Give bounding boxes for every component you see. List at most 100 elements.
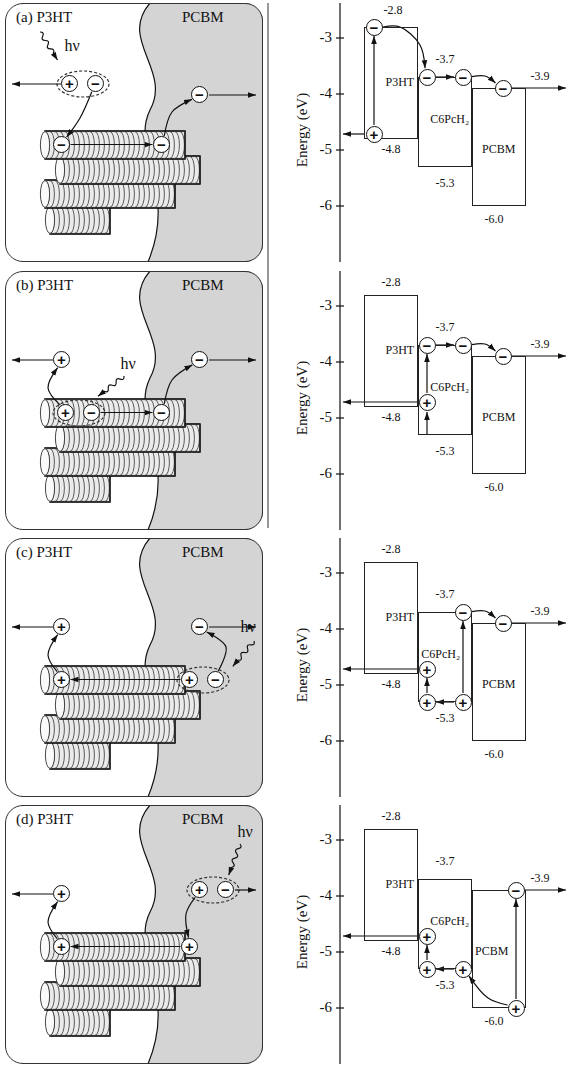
charge-circle: − [419, 337, 436, 354]
energy-value: -6.0 [485, 481, 504, 495]
charge-transfer-arrow [164, 365, 192, 404]
charge-arrow [343, 133, 365, 134]
charge-arrow [235, 889, 256, 890]
material-label: P3HT [384, 878, 415, 892]
charge-transfer-arrow [48, 635, 58, 672]
charge-arrow [12, 626, 53, 627]
material-label: PCBM [481, 143, 516, 157]
energy-value: -5.3 [436, 445, 455, 459]
tick-label: -6 [320, 465, 333, 482]
charge-circle: + [191, 881, 208, 898]
charge-transfer-arrow [207, 632, 227, 671]
charge-transfer-arrow [164, 99, 192, 136]
energy-value: -3.9 [531, 605, 550, 619]
tick-label: -5 [320, 676, 333, 693]
charge-sign: + [57, 886, 66, 901]
charge-transfer-arrow [515, 899, 516, 999]
charge-sign: + [195, 882, 204, 897]
charge-sign: − [459, 70, 468, 85]
charge-transfer-arrow [186, 897, 195, 937]
charge-transfer-arrow [472, 611, 496, 618]
charge-circle: + [455, 961, 472, 978]
charge-circle: − [191, 618, 208, 635]
device-panel: (b) P3HTPCBM++−−− [5, 271, 263, 530]
charge-sign: − [87, 405, 96, 420]
charge-transfer-arrow [373, 36, 374, 125]
photon-wave [231, 640, 255, 668]
energy-value: -5.3 [436, 712, 455, 726]
energy-value: -3.7 [436, 321, 455, 335]
charge-sign: + [185, 939, 194, 954]
charge-transfer-arrow [472, 76, 496, 83]
charge-circle: − [455, 69, 472, 86]
charge-sign: − [91, 76, 100, 91]
charge-circle: − [495, 80, 512, 97]
charge-sign: − [499, 81, 508, 96]
material-label: P3HT [384, 344, 415, 358]
charge-sign: − [499, 616, 508, 631]
charge-sign: + [512, 1001, 521, 1016]
energy-level-box: PCBM [472, 623, 526, 741]
charge-circle: − [153, 136, 170, 153]
charge-sign: − [157, 405, 166, 420]
charge-circle: − [191, 351, 208, 368]
exciton-outline [53, 400, 105, 426]
panel-b-drawing [12, 271, 566, 530]
charge-transfer-arrow [101, 412, 153, 413]
charge-sign: + [370, 127, 379, 142]
material-label: P3HT [384, 76, 415, 90]
device-panel: (d) P3HTPCBM++++− [5, 805, 263, 1064]
charge-circle: + [181, 671, 198, 688]
tick-label: -5 [320, 943, 333, 960]
energy-value: -3.9 [531, 70, 550, 84]
panel-label: (b) P3HT [16, 277, 73, 294]
energy-value: -3.7 [436, 855, 455, 869]
charge-circle: − [217, 881, 234, 898]
charge-sign: + [65, 76, 74, 91]
charge-sign: − [512, 883, 521, 898]
charge-transfer-arrow [383, 26, 425, 68]
charge-sign: − [459, 605, 468, 620]
energy-level-box: PCBM [472, 88, 526, 206]
charge-circle: + [419, 394, 436, 411]
charge-circle: − [87, 75, 104, 92]
energy-value: -4.8 [382, 945, 401, 959]
panel-label: PCBM [182, 9, 224, 26]
charge-circle: − [366, 19, 383, 36]
panel-a-drawing [12, 3, 566, 262]
charge-circle: + [508, 1000, 525, 1017]
charge-circle: + [419, 928, 436, 945]
charge-sign: − [221, 882, 230, 897]
tick-label: -3 [320, 831, 333, 848]
energy-value: -3.7 [436, 588, 455, 602]
photon-label: hν [64, 37, 79, 55]
tick-label: -3 [320, 564, 333, 581]
energy-level-box: P3HT [364, 27, 418, 139]
charge-arrow [209, 94, 256, 95]
charge-sign: + [185, 672, 194, 687]
panel-label: (a) P3HT [16, 9, 72, 26]
energy-value: -2.8 [382, 543, 401, 557]
charge-sign: + [459, 695, 468, 710]
charge-sign: − [423, 338, 432, 353]
charge-sign: + [57, 352, 66, 367]
charge-circle: − [495, 348, 512, 365]
energy-value: -6.0 [485, 1015, 504, 1029]
energy-value: -4.8 [382, 678, 401, 692]
charge-circle: − [207, 671, 224, 688]
charge-arrow [12, 359, 53, 360]
tick-label: -5 [320, 141, 333, 158]
charge-transfer-arrow [71, 946, 181, 947]
axis-title: Energy (eV) [294, 628, 311, 702]
energy-value: -3.9 [531, 338, 550, 352]
separator-line [268, 3, 269, 528]
charge-sign: + [61, 405, 70, 420]
energy-value: -4.8 [382, 143, 401, 157]
charge-transfer-arrow [426, 678, 427, 693]
charge-sign: + [423, 695, 432, 710]
charge-circle: − [495, 615, 512, 632]
charge-sign: + [459, 962, 468, 977]
